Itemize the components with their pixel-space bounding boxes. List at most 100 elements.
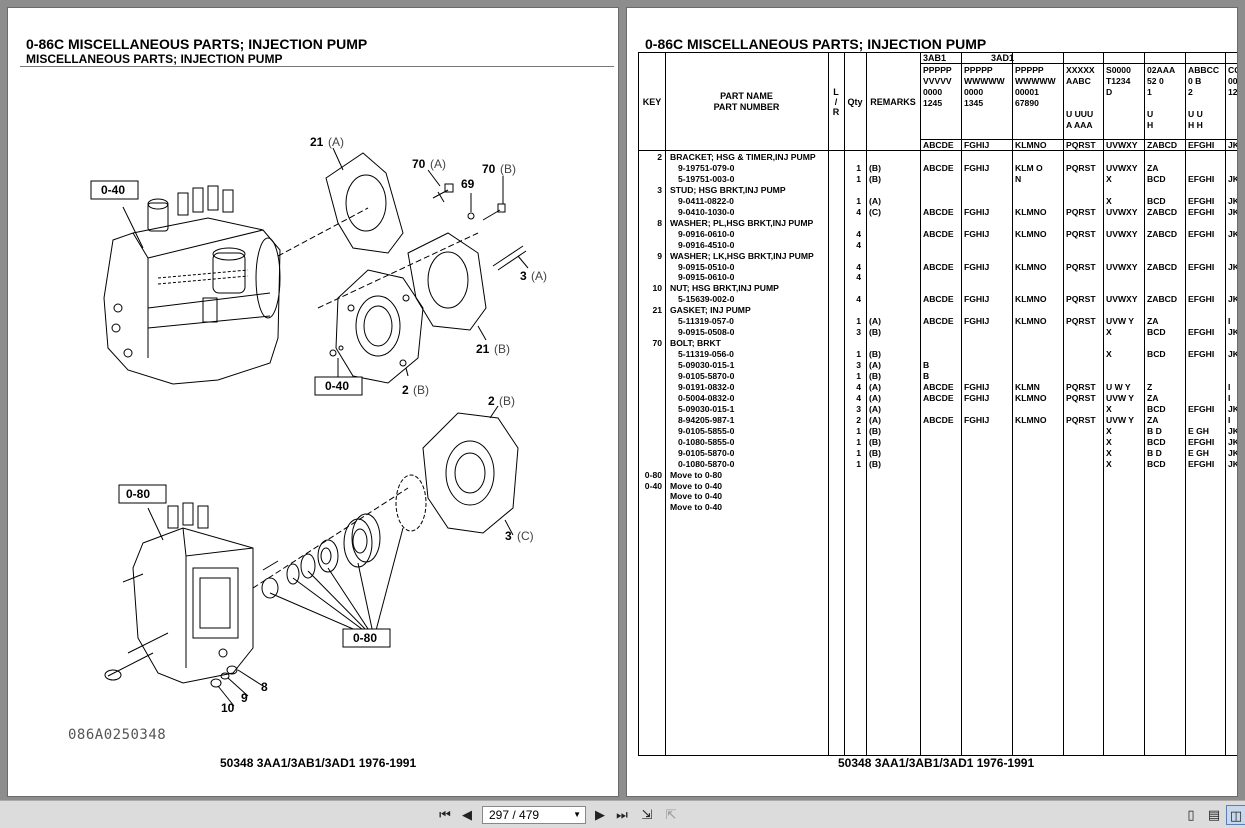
- model-header-line: H: [1147, 120, 1154, 130]
- row-remarks: (A): [869, 316, 881, 327]
- callout-21b: 21: [476, 342, 490, 356]
- callout-3c-suffix: (C): [517, 529, 534, 543]
- col-group-3ab1: 3AB1: [923, 53, 947, 63]
- title-rule: [20, 66, 614, 67]
- row-part-name: STUD; HSG BRKT,INJ PUMP: [670, 184, 786, 195]
- row-part-name: BOLT; BRKT: [670, 338, 721, 349]
- page-indicator: 297 / 479: [489, 808, 540, 822]
- last-page-icon[interactable]: ⏭: [616, 807, 628, 822]
- viewer-toolbar: ⏮ ◀ 297 / 479 ▼ ▶ ⏭ ⇲ ⇱ ▯ ▤ ◫: [0, 800, 1245, 828]
- row-qty: 1: [856, 173, 861, 184]
- row-model-cell: B D: [1147, 447, 1162, 458]
- model-header-line: ABBCC: [1188, 65, 1220, 75]
- row-part-name: Move to 0-40: [670, 491, 723, 502]
- row-remarks: (A): [869, 392, 881, 403]
- row-part-number: 9-0915-0510-0: [678, 261, 735, 272]
- row-key: 8: [657, 217, 662, 228]
- row-model-cell: EFGHI: [1188, 436, 1215, 447]
- row-model-cell: PQRST: [1066, 228, 1096, 239]
- next-page-icon[interactable]: ▶: [595, 807, 605, 822]
- fit-page-icon[interactable]: ⇲: [641, 807, 653, 822]
- model-header-line: 0 B: [1188, 76, 1202, 86]
- ref-box-0-40-b: 0-40: [325, 379, 349, 393]
- col-header-qty: Qty: [847, 97, 863, 107]
- first-page-icon[interactable]: ⏮: [439, 807, 451, 822]
- row-model-cell: EFGHI: [1188, 261, 1215, 272]
- row-model-cell: Z: [1147, 381, 1153, 392]
- row-part-number: 5-09030-015-1: [678, 360, 735, 371]
- callout-69: 69: [461, 177, 475, 191]
- row-model-cell: FGHIJ: [964, 381, 990, 392]
- row-model-cell: X: [1106, 436, 1112, 447]
- page-number-select[interactable]: 297 / 479 ▼: [482, 806, 586, 824]
- prev-page-icon[interactable]: ◀: [462, 807, 472, 822]
- row-qty: 4: [856, 381, 861, 392]
- model-letter-header: JK: [1228, 140, 1238, 150]
- row-model-cell: X: [1106, 447, 1112, 458]
- row-model-cell: X: [1106, 425, 1112, 436]
- row-model-cell: X: [1106, 173, 1112, 184]
- row-part-number: 9-0410-1030-0: [678, 206, 735, 217]
- model-header-line: XXXXX: [1066, 65, 1095, 75]
- callout-70b: 70: [482, 162, 496, 176]
- row-model-cell: I: [1228, 414, 1231, 425]
- row-part-number: 0-5004-0832-0: [678, 392, 735, 403]
- row-part-name: NUT; HSG BRKT,INJ PUMP: [670, 283, 779, 294]
- row-remarks: (B): [869, 436, 881, 447]
- model-header-line: T1234: [1106, 76, 1131, 86]
- single-page-icon[interactable]: ▯: [1187, 807, 1195, 822]
- row-model-cell: ZABCD: [1147, 261, 1178, 272]
- row-model-cell: ABCDE: [923, 206, 954, 217]
- row-part-number: 9-0411-0822-0: [678, 195, 734, 206]
- row-model-cell: ABCDE: [923, 381, 954, 392]
- page-title: 0-86C MISCELLANEOUS PARTS; INJECTION PUM…: [26, 36, 368, 52]
- two-page-icon[interactable]: ◫: [1226, 805, 1245, 825]
- row-model-cell: ZABCD: [1147, 228, 1178, 239]
- row-part-number: 5-11319-057-0: [678, 316, 734, 327]
- fit-width-icon[interactable]: ⇱: [665, 807, 677, 822]
- row-remarks: (A): [869, 195, 881, 206]
- model-header-line: D: [1106, 87, 1113, 97]
- row-model-cell: PQRST: [1066, 162, 1096, 173]
- model-header-line: 00001: [1015, 87, 1039, 97]
- row-model-cell: JK: [1228, 349, 1238, 360]
- row-model-cell: KLMNO: [1015, 392, 1047, 403]
- row-remarks: (A): [869, 360, 881, 371]
- callout-21a-suffix: (A): [328, 135, 344, 149]
- bracket-drawing: [335, 269, 424, 384]
- row-remarks: (C): [869, 206, 881, 217]
- row-model-cell: U W Y: [1106, 381, 1131, 392]
- row-model-cell: PQRST: [1066, 316, 1096, 327]
- row-remarks: (B): [869, 371, 881, 381]
- callout-21b-suffix: (B): [494, 342, 510, 356]
- model-header-line: 0000: [923, 87, 943, 97]
- row-model-cell: UVWXY: [1106, 294, 1138, 305]
- row-model-cell: B: [923, 360, 930, 371]
- row-model-cell: ZA: [1147, 414, 1159, 425]
- row-model-cell: KLMNO: [1015, 316, 1047, 327]
- page-title: 0-86C MISCELLANEOUS PARTS; INJECTION PUM…: [645, 36, 987, 52]
- row-part-name: Move to 0-80: [670, 469, 723, 480]
- callout-2b-lower-suffix: (B): [499, 394, 515, 408]
- model-header-line: 0000: [964, 87, 984, 97]
- row-model-cell: EFGHI: [1188, 403, 1215, 414]
- row-qty: 1: [856, 349, 861, 360]
- continuous-page-icon[interactable]: ▤: [1207, 807, 1221, 822]
- row-model-cell: UVW Y: [1106, 316, 1135, 327]
- model-header-line: VVVVV: [923, 76, 952, 86]
- model-header-line: AABC: [1066, 76, 1091, 86]
- row-remarks: (B): [869, 162, 881, 173]
- row-model-cell: JK: [1228, 403, 1238, 414]
